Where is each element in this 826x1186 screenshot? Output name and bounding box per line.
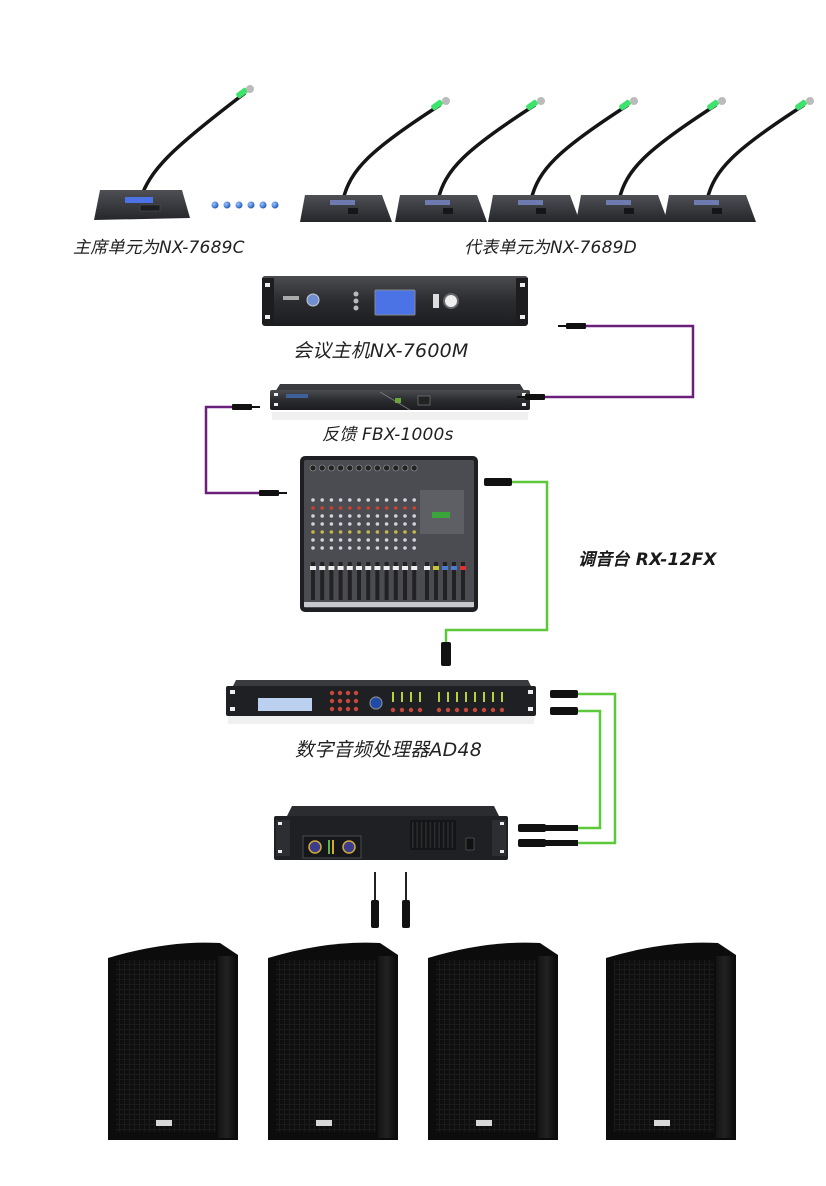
chairman-unit (94, 85, 254, 220)
amplifier-device (274, 806, 508, 860)
delegate-unit (488, 97, 638, 222)
brand-logo (476, 1120, 492, 1126)
cable-mixer-to-dsp (441, 478, 549, 666)
mic-head (630, 97, 638, 105)
unit-base (576, 195, 668, 222)
mic-head (806, 97, 814, 105)
speaker (268, 942, 398, 1140)
gooseneck (138, 91, 247, 201)
mic-head (442, 97, 450, 105)
mic-head (246, 85, 254, 93)
brand-logo (316, 1120, 332, 1126)
dsp-device (226, 680, 536, 724)
mic-led-ring (431, 99, 443, 111)
unit-base (300, 195, 392, 222)
mic-led-ring (795, 99, 807, 111)
speaker (428, 942, 558, 1140)
ellipsis-dots (211, 201, 279, 209)
mic-led-ring (619, 99, 631, 111)
delegate-unit-label: 代表单元为NX-7689D (464, 238, 637, 258)
mixer-device (300, 456, 478, 612)
mic-head (718, 97, 726, 105)
brand-logo (156, 1120, 172, 1126)
mixer-label: 调音台 RX-12FX (578, 550, 717, 570)
feedback-suppressor-label: 反馈 FBX-1000s (322, 425, 454, 445)
delegate-units (300, 97, 814, 222)
speaker (606, 942, 736, 1140)
cable-dsp-to-amp (518, 690, 617, 847)
lcd-screen (125, 197, 153, 203)
dsp-lcd (258, 698, 312, 711)
chairman-unit-label: 主席单元为NX-7689C (73, 238, 245, 258)
feedback-suppressor-device (270, 384, 530, 420)
mic-led-ring (707, 99, 719, 111)
mic-head (537, 97, 545, 105)
conference-host-label: 会议主机NX-7600M (293, 340, 469, 362)
speakers (108, 942, 736, 1140)
conference-host-device (262, 276, 528, 326)
cable-host-to-fbx (517, 323, 695, 400)
unit-base (395, 195, 487, 222)
delegate-unit (664, 97, 814, 222)
cable-fbx-to-mixer (204, 404, 287, 496)
mic-led-ring (236, 87, 248, 99)
unit-base (488, 195, 580, 222)
delegate-unit (576, 97, 726, 222)
delegate-unit (395, 97, 545, 222)
speaker (108, 942, 238, 1140)
host-lcd (374, 289, 416, 316)
brand-logo (654, 1120, 670, 1126)
unit-base (664, 195, 756, 222)
dsp-label: 数字音频处理器AD48 (295, 739, 483, 761)
mic-led-ring (526, 99, 538, 111)
delegate-unit (300, 97, 450, 222)
cable-amp-to-speakers (371, 872, 410, 928)
